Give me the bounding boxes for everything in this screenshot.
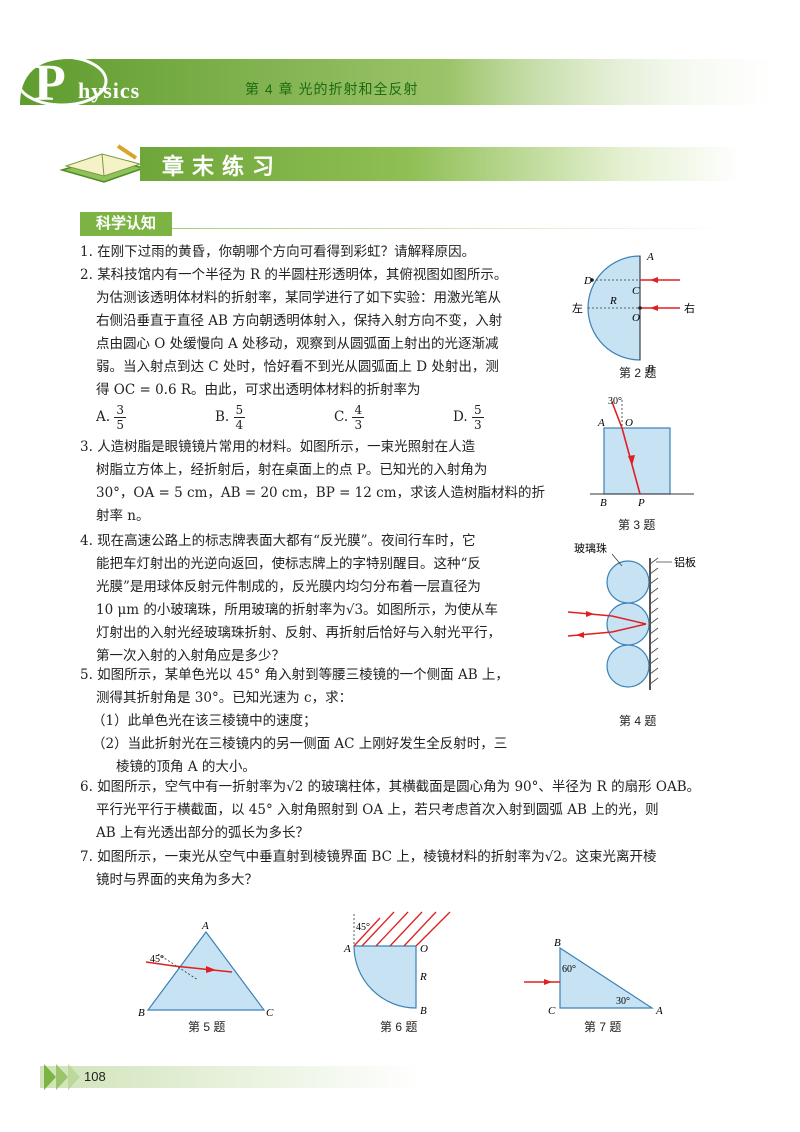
question-7: 7. 如图所示，一束光从空气中垂直射到棱镜界面 BC 上，棱镜材料的折射率为√2… [80, 849, 657, 888]
fig2-label-d: D [583, 275, 592, 287]
figure-6-caption: 第 6 题 [380, 1020, 418, 1034]
fig6-label-b: B [420, 1005, 427, 1017]
fig2-label-a: A [646, 251, 654, 263]
page-number: 108 [84, 1069, 106, 1084]
book-icon [59, 144, 147, 183]
fig2-label-right: 右 [684, 301, 695, 315]
question-4: 4. 现在高速公路上的标志牌表面大都有“反光膜”。夜间行车时，它 能把车灯射出的… [80, 533, 501, 664]
figure-7-caption: 第 7 题 [584, 1020, 622, 1034]
figure-2-caption: 第 2 题 [619, 366, 657, 380]
fig4-label-plate: 铝板 [674, 555, 696, 569]
figure-5: A B C 45° [138, 920, 274, 1019]
header-band [16, 55, 800, 107]
question-2-line: 为估测该透明体材料的折射率，某同学进行了如下实验：用激光笔从 [96, 290, 501, 306]
chapter-title: 第 4 章 光的折射和全反射 [245, 81, 419, 97]
title-band [140, 147, 740, 181]
figure-7: B C A 60° 30° [524, 937, 663, 1017]
question-3: 3. 人造树脂是眼镜镜片常用的材料。如图所示，一束光照射在人造 树脂立方体上，经… [80, 439, 546, 524]
fig5-label-angle: 45° [150, 954, 164, 965]
figure-4: 玻璃珠 铝板 [567, 541, 696, 690]
fig3-label-p: P [637, 497, 645, 509]
fig7-label-b: B [554, 937, 561, 949]
fig7-label-a: A [655, 1005, 663, 1017]
section-divider [172, 228, 732, 229]
fig6-label-o: O [420, 943, 428, 955]
fig5-label-a: A [201, 920, 209, 932]
fig2-label-left: 左 [572, 302, 583, 315]
fig6-label-a: A [343, 943, 351, 955]
question-2-line: 点由圆心 O 处缓慢向 A 处移动，观察到从圆弧面上射出的光逐渐减 [96, 336, 499, 352]
figure-6: 45° A O R B [343, 911, 451, 1017]
brand-word: hysics [78, 78, 141, 103]
fig5-label-c: C [266, 1007, 274, 1019]
fig2-label-b: B [647, 363, 654, 375]
figure-3-caption: 第 3 题 [618, 518, 656, 532]
fig2-label-r: R [609, 295, 617, 307]
fig7-label-angle-a: 30° [616, 996, 630, 1007]
fig3-label-b: B [600, 497, 607, 509]
figure-2: A B C D O R 左 右 [572, 251, 695, 375]
figure-5-caption: 第 5 题 [188, 1020, 226, 1034]
footer-band [40, 1066, 420, 1088]
fig3-label-o: O [625, 417, 633, 429]
fig5-label-b: B [138, 1007, 145, 1019]
figure-3: 30° A O B P [590, 396, 694, 509]
fig4-label-bead: 玻璃珠 [574, 541, 607, 555]
brand-letter: P [34, 55, 66, 112]
fig3-label-angle: 30° [608, 396, 622, 407]
fig2-label-c: C [632, 285, 640, 297]
question-1: 1. 在刚下过雨的黄昏，你朝哪个方向可看得到彩虹？请解释原因。 [80, 244, 476, 260]
question-2-line: 右侧沿垂直于直径 AB 方向朝透明体射入，保持入射方向不变，入射 [96, 313, 503, 329]
question-2-line: 得 OC = 0.6 R。由此，可求出透明体材料的折射率为 [96, 382, 421, 398]
section-label: 科学认知 [80, 212, 172, 236]
figure-4-caption: 第 4 题 [619, 714, 657, 728]
fig7-label-angle-b: 60° [562, 964, 576, 975]
fig6-label-r: R [419, 971, 427, 983]
question-2: 2. 某科技馆内有一个半径为 R 的半圆柱形透明体，其俯视图如图所示。 为估测该… [80, 264, 560, 402]
fig2-label-o: O [632, 312, 640, 324]
question-5: 5. 如图所示，某单色光以 45° 角入射到等腰三棱镜的一个侧面 AB 上， 测… [80, 667, 509, 775]
page-title: 章末练习 [162, 154, 283, 179]
fig6-label-angle: 45° [356, 922, 370, 933]
question-2-line: 2. 某科技馆内有一个半径为 R 的半圆柱形透明体，其俯视图如图所示。 [80, 267, 508, 283]
fig7-label-c: C [548, 1005, 556, 1017]
fig3-label-a: A [597, 417, 605, 429]
footer-arrows-icon [44, 1064, 80, 1090]
question-6: 6. 如图所示，空气中有一折射率为√2 的玻璃柱体，其横截面是圆心角为 90°、… [80, 779, 701, 841]
question-2-line: 弱。当入射点到达 C 处时，恰好看不到光从圆弧面上 D 处射出，测 [96, 359, 499, 375]
